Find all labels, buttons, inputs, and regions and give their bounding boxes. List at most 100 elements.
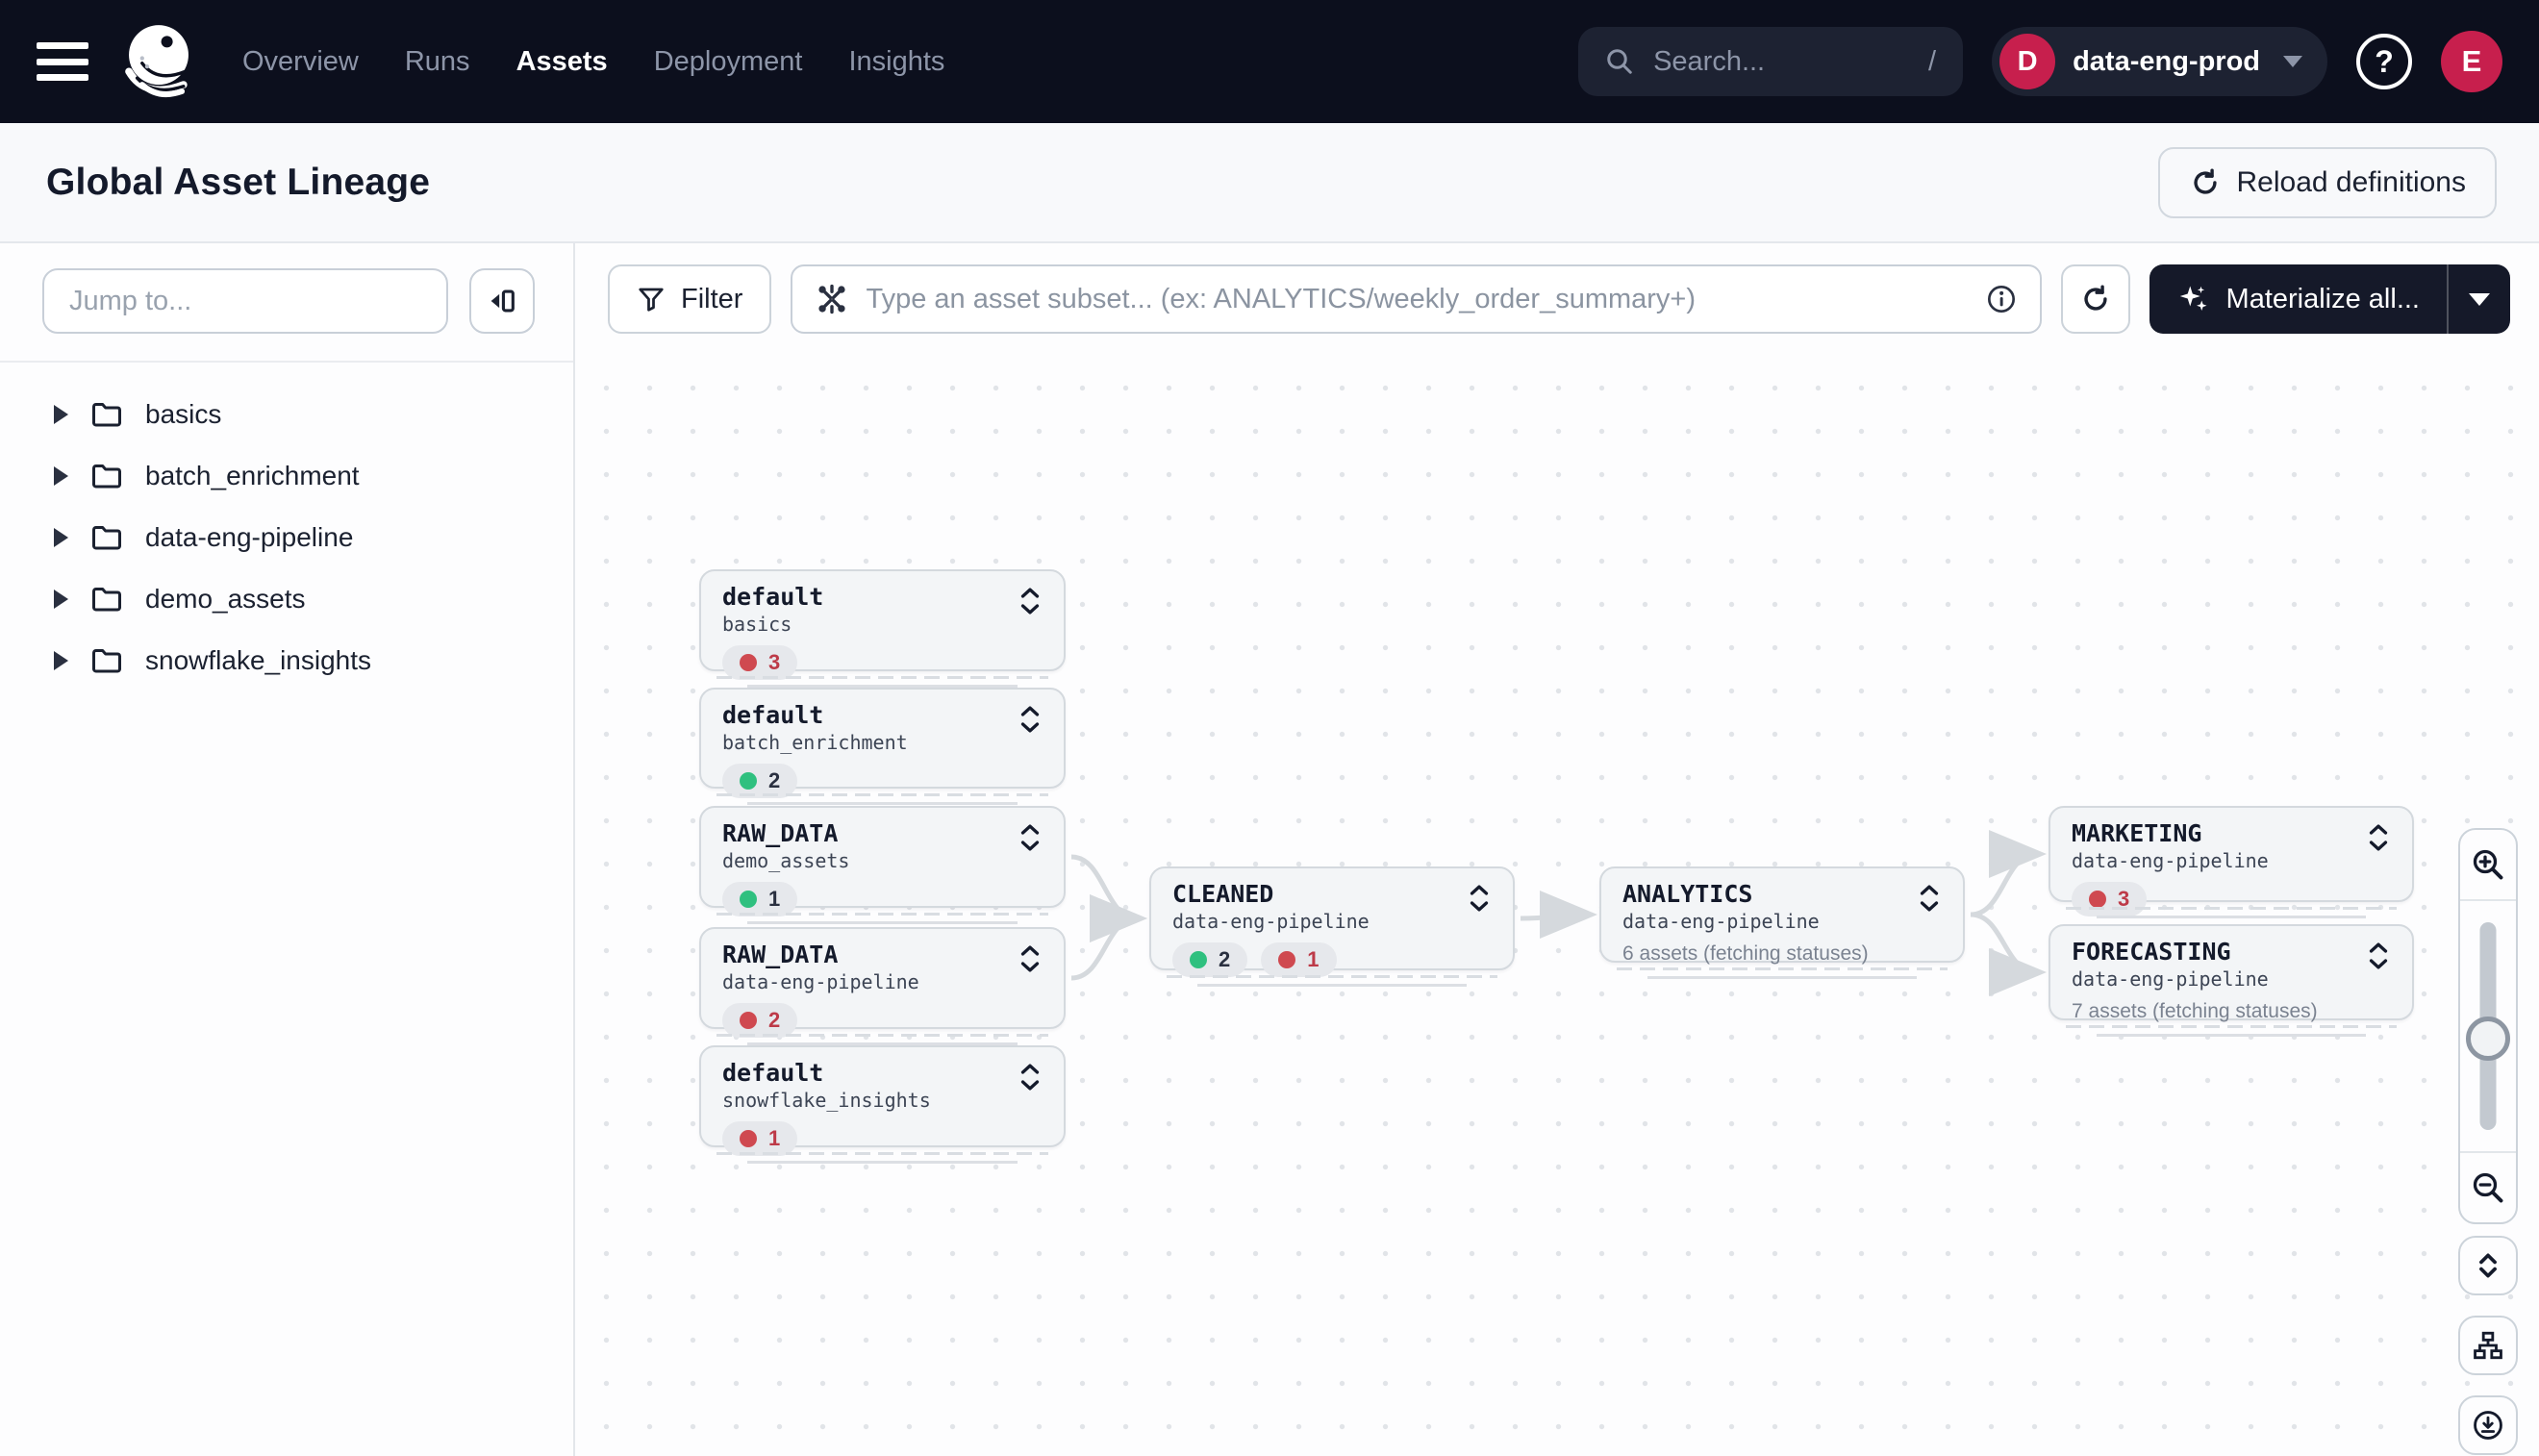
expand-collapse-icon <box>2479 1253 2497 1278</box>
node-stack-line <box>747 802 1018 805</box>
caret-right-icon <box>54 528 68 547</box>
search-input[interactable]: Search... / <box>1578 27 1964 96</box>
user-avatar[interactable]: E <box>2441 31 2502 92</box>
hamburger-menu-icon[interactable] <box>37 42 88 81</box>
expand-node-icon[interactable] <box>1917 884 1942 913</box>
status-badge-green: 2 <box>722 764 798 798</box>
expand-node-icon[interactable] <box>2366 941 2391 970</box>
node-stack-line <box>716 913 1048 916</box>
download-icon <box>2474 1411 2502 1440</box>
jump-to-input[interactable]: Jump to... <box>42 268 448 334</box>
search-icon <box>1607 49 1632 74</box>
folder-icon <box>92 649 121 673</box>
materialize-all-button[interactable]: Materialize all... <box>2149 264 2447 334</box>
chevron-down-icon <box>2283 56 2302 67</box>
expand-collapse-groups-button[interactable] <box>2458 1236 2518 1295</box>
node-stack-line <box>1197 984 1467 987</box>
red-dot-icon <box>1278 951 1296 968</box>
folder-icon <box>92 526 121 550</box>
node-title: default <box>722 1059 824 1087</box>
nav-link-insights[interactable]: Insights <box>848 45 945 77</box>
expand-node-icon[interactable] <box>1018 944 1043 973</box>
zoom-out-icon <box>2473 1172 2503 1203</box>
sidebar-group-label: batch_enrichment <box>145 461 360 490</box>
filter-button[interactable]: Filter <box>608 264 772 334</box>
node-badges: 1 <box>722 1121 1043 1156</box>
status-badge-red: 3 <box>2072 882 2148 916</box>
info-icon[interactable] <box>1986 284 2017 314</box>
help-icon[interactable]: ? <box>2356 34 2412 89</box>
asset-group-node-basics[interactable]: default basics 3 <box>699 569 1066 688</box>
asset-group-node-snow[interactable]: default snowflake_insights 1 <box>699 1045 1066 1164</box>
sidebar-group-label: snowflake_insights <box>145 645 372 675</box>
zoom-out-button[interactable] <box>2460 1151 2516 1222</box>
asset-group-node-raw_demo[interactable]: RAW_DATA demo_assets 1 <box>699 806 1066 924</box>
expand-node-icon[interactable] <box>2366 823 2391 852</box>
node-title: FORECASTING <box>2072 938 2231 966</box>
node-status: 6 assets (fetching statuses) <box>1622 942 1869 965</box>
workspace-name: data-eng-prod <box>2073 45 2260 77</box>
sidebar-group-demo_assets[interactable]: demo_assets <box>0 568 573 630</box>
zoom-slider-thumb[interactable] <box>2466 1017 2510 1061</box>
sidebar-group-snowflake_insights[interactable]: snowflake_insights <box>0 630 573 691</box>
sidebar-group-batch_enrichment[interactable]: batch_enrichment <box>0 445 573 507</box>
search-shortcut-hint: / <box>1928 45 1937 77</box>
red-dot-icon <box>2089 891 2106 908</box>
asset-group-node-analytics[interactable]: ANALYTICS data-eng-pipeline 6 assets (fe… <box>1599 866 1965 979</box>
nav-links: Overview Runs Assets Deployment Insights <box>242 46 944 78</box>
lineage-canvas[interactable]: default basics 3 default batch_enrichmen… <box>575 355 2539 1456</box>
nav-link-deployment[interactable]: Deployment <box>653 45 803 77</box>
nav-link-runs[interactable]: Runs <box>404 45 470 77</box>
search-placeholder: Search... <box>1653 45 1766 77</box>
asset-graph-icon <box>818 284 846 314</box>
expand-node-icon[interactable] <box>1467 884 1492 913</box>
reload-definitions-button[interactable]: Reload definitions <box>2157 146 2497 218</box>
asset-subset-input[interactable]: Type an asset subset... (ex: ANALYTICS/w… <box>791 264 2042 334</box>
node-subtitle: data-eng-pipeline <box>1172 910 1370 933</box>
materialize-options-button[interactable] <box>2449 264 2510 334</box>
expand-node-icon[interactable] <box>1018 1063 1043 1092</box>
nav-link-assets[interactable]: Assets <box>515 45 608 77</box>
zoom-in-button[interactable] <box>2460 830 2516 901</box>
asset-group-node-marketing[interactable]: MARKETING data-eng-pipeline 3 <box>2049 806 2414 918</box>
layout-direction-button[interactable] <box>2458 1316 2518 1375</box>
node-subtitle: snowflake_insights <box>722 1089 931 1112</box>
folder-icon <box>92 403 121 427</box>
expand-node-icon[interactable] <box>1018 823 1043 852</box>
status-badge-red: 3 <box>722 645 798 680</box>
expand-node-icon[interactable] <box>1018 705 1043 734</box>
sidebar-group-data-eng-pipeline[interactable]: data-eng-pipeline <box>0 507 573 568</box>
node-status: 7 assets (fetching statuses) <box>2072 1000 2318 1022</box>
download-image-button[interactable] <box>2458 1395 2518 1455</box>
refresh-graph-button[interactable] <box>2060 264 2130 334</box>
folder-icon <box>92 464 121 489</box>
asset-group-tree: basics batch_enrichment data-eng-pipelin… <box>0 363 573 713</box>
collapse-sidebar-button[interactable] <box>469 268 535 334</box>
sidebar-group-basics[interactable]: basics <box>0 384 573 445</box>
zoom-slider[interactable] <box>2460 901 2516 1151</box>
node-stack-line <box>2066 1025 2397 1028</box>
node-badges: 3 <box>2072 882 2391 916</box>
materialize-all-split-button[interactable]: Materialize all... <box>2149 264 2510 334</box>
asset-group-node-raw_dep[interactable]: RAW_DATA data-eng-pipeline 2 <box>699 927 1066 1045</box>
green-dot-icon <box>740 891 757 908</box>
node-stack-line <box>747 685 1018 688</box>
node-stack-line <box>1647 976 1917 979</box>
dagster-logo-icon[interactable] <box>117 20 200 103</box>
edge-analytics-to-marketing <box>1970 830 2047 917</box>
sparkle-icon <box>2179 286 2207 311</box>
asset-group-node-batch[interactable]: default batch_enrichment 2 <box>699 688 1066 805</box>
asset-group-node-forecast[interactable]: FORECASTING data-eng-pipeline 7 assets (… <box>2049 924 2414 1037</box>
workspace-switcher[interactable]: D data-eng-prod <box>1992 27 2327 96</box>
red-dot-icon <box>740 1130 757 1147</box>
node-subtitle: demo_assets <box>722 849 850 872</box>
status-badge-green: 1 <box>722 882 798 916</box>
panel-collapse-icon <box>490 289 515 313</box>
status-badge-red: 2 <box>722 1003 798 1038</box>
lineage-toolbar: Filter Type an asset subset... (ex: ANAL… <box>575 243 2539 355</box>
expand-node-icon[interactable] <box>1018 587 1043 615</box>
node-stack-line <box>2066 907 2397 910</box>
nav-link-overview[interactable]: Overview <box>242 45 359 77</box>
